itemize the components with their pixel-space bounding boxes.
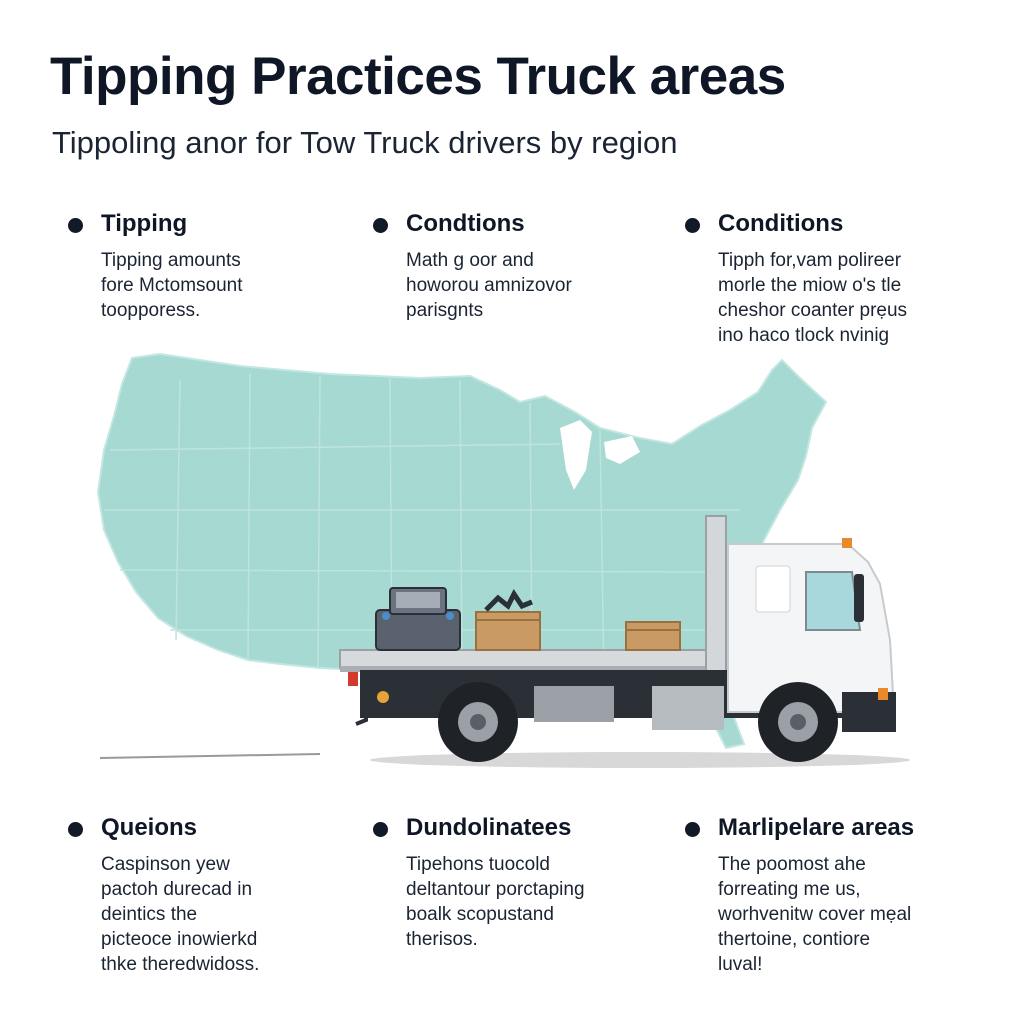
section-body: Tipehons tuocold deltantour porctaping b… — [406, 852, 663, 952]
section-line: deltantour porctaping — [406, 879, 585, 900]
map-truck-illustration — [96, 352, 910, 768]
cab-side-window — [755, 565, 791, 613]
section-body: Caspinson yew pactoh durecad in deintics… — [101, 852, 358, 977]
page-title: Tipping Practices Truck areas — [50, 47, 786, 106]
section-body: Tipping amounts fore Mctomsount tooppore… — [101, 248, 358, 323]
section-line: deintics the — [101, 904, 198, 925]
section-queions: Queions Caspinson yew pactoh durecad in … — [68, 814, 358, 977]
section-title: Conditions — [718, 210, 844, 237]
section-line: thke theredwidoss. — [101, 954, 260, 975]
section-line: Math g oor and — [406, 250, 534, 271]
bullet-icon — [373, 218, 388, 233]
front-wheel — [758, 682, 838, 762]
tow-truck — [339, 515, 896, 762]
toolbox-right — [652, 686, 724, 730]
great-lakes — [560, 420, 640, 490]
section-condtions: Condtions Math g oor and howorou amnizov… — [373, 210, 663, 323]
section-title: Dundolinatees — [406, 814, 572, 841]
section-line: The poomost ahe — [718, 854, 866, 875]
section-line: fore Mctomsount — [101, 275, 243, 296]
windshield — [805, 571, 862, 631]
section-line: boalk scopustand — [406, 904, 554, 925]
section-body: Math g oor and howorou amnizovor parisgn… — [406, 248, 663, 323]
tail-light — [348, 672, 358, 686]
mast — [705, 515, 727, 677]
section-line: thertoine, contiore — [718, 929, 871, 950]
beacon — [842, 538, 852, 548]
crate-small — [625, 621, 681, 651]
section-marlipelare-areas: Marlipelare areas The poomost ahe forrea… — [685, 814, 975, 977]
section-line: Tipping amounts — [101, 250, 241, 271]
flatbed-edge — [340, 666, 706, 672]
section-line: therisos. — [406, 929, 478, 950]
section-line: luval! — [718, 954, 763, 975]
section-line: cheshor coanter prẹus — [718, 300, 908, 321]
section-line: forreating me us, — [718, 879, 861, 900]
section-tipping: Tipping Tipping amounts fore Mctomsount … — [68, 210, 358, 323]
section-title: Queions — [101, 814, 198, 841]
bullet-icon — [685, 822, 700, 837]
rear-wheel — [438, 682, 518, 762]
section-line: parisgnts — [406, 300, 484, 321]
section-line: Caspinson yew — [101, 854, 230, 875]
toolbox-left — [534, 686, 614, 722]
section-line: Tipph for,vam polireer — [718, 250, 902, 271]
section-body: The poomost ahe forreating me us, worhve… — [718, 852, 975, 977]
ground-line — [99, 753, 321, 759]
flatbed — [339, 649, 707, 669]
bullet-icon — [685, 218, 700, 233]
state-borders — [104, 373, 740, 681]
section-title: Marlipelare areas — [718, 814, 915, 841]
section-line: worhvenitw cover mẹal — [718, 904, 912, 925]
section-line: morle the miow o's tle — [718, 275, 902, 296]
section-dundolinatees: Dundolinatees Tipehons tuocold deltantou… — [373, 814, 663, 952]
mirror — [854, 574, 864, 622]
crate-large — [475, 589, 541, 651]
section-line: picteoce inowierkd — [101, 929, 258, 950]
towed-car — [375, 587, 461, 651]
section-line: Tipehons tuocold — [406, 854, 551, 875]
section-line: pactoh durecad in — [101, 879, 253, 900]
bullet-icon — [373, 822, 388, 837]
section-line: toopporess. — [101, 300, 201, 321]
ground-shadow — [370, 752, 910, 768]
amber-light — [377, 691, 389, 703]
headlight — [878, 688, 888, 700]
bullet-icon — [68, 822, 83, 837]
section-conditions: Conditions Tipph for,vam polireer morle … — [685, 210, 975, 348]
section-title: Tipping — [101, 210, 188, 237]
section-line: ino haco tlock nvinig — [718, 325, 890, 346]
bullet-icon — [68, 218, 83, 233]
section-body: Tipph for,vam polireer morle the miow o'… — [718, 248, 975, 348]
section-title: Condtions — [406, 210, 525, 237]
hook — [355, 686, 368, 726]
page-subtitle: Tippoling anor for Tow Truck drivers by … — [52, 125, 678, 160]
section-line: howorou amnizovor — [406, 275, 572, 296]
